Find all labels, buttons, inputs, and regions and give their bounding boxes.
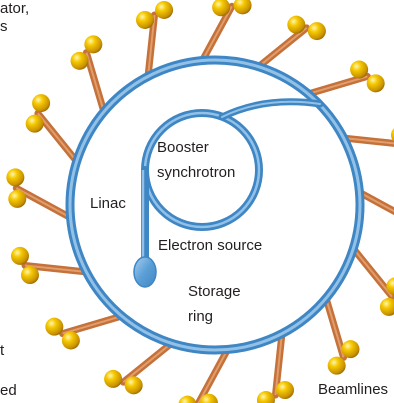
endstation-sphere xyxy=(20,266,39,285)
beamline-tube-highlight xyxy=(85,52,105,113)
cropped-text-line-2: s xyxy=(0,18,8,35)
endstation-sphere xyxy=(70,51,89,70)
beamline-tube xyxy=(355,188,394,216)
label-storage-line1: Storage xyxy=(188,283,241,300)
endstation-sphere xyxy=(341,340,360,359)
beamline-tube-highlight xyxy=(197,348,229,403)
label-storage-line2: ring xyxy=(188,308,213,325)
beamline-tube-highlight xyxy=(358,191,394,213)
endstation-sphere xyxy=(233,0,252,15)
beamline-tube-highlight xyxy=(15,187,72,219)
endstation-sphere xyxy=(45,317,64,336)
endstation-sphere xyxy=(8,189,27,208)
endstation-sphere xyxy=(391,128,394,142)
endstation-sphere xyxy=(386,277,394,296)
beamline-tube-highlight xyxy=(343,137,394,145)
label-beamlines: Beamlines xyxy=(318,381,388,398)
label-booster-line1: Booster xyxy=(157,139,209,156)
endstation-sphere xyxy=(84,35,103,54)
endstation-sphere xyxy=(350,60,369,79)
endstation-sphere xyxy=(135,10,154,29)
endstation-sphere xyxy=(327,356,346,375)
label-booster-line2: synchrotron xyxy=(157,164,235,181)
cropped-text-line-4: ed xyxy=(0,382,17,399)
beamline-tube-highlight xyxy=(62,315,123,335)
beamline-tube-highlight xyxy=(274,333,283,396)
beamlines-group xyxy=(6,0,394,403)
electron-source-bulb xyxy=(133,256,157,288)
endstation-sphere xyxy=(178,395,197,403)
endstation-sphere xyxy=(25,114,44,133)
endstation-sphere xyxy=(276,381,295,400)
endstation-sphere xyxy=(256,391,275,403)
label-electron-source: Electron source xyxy=(158,237,262,254)
beamline-tube-highlight xyxy=(352,247,393,298)
endstation-sphere xyxy=(104,369,123,388)
endstation-sphere xyxy=(155,0,174,19)
endstation-sphere xyxy=(287,15,306,34)
endstation-sphere xyxy=(379,297,394,316)
cropped-text-line-1: ator, xyxy=(0,0,30,17)
endstation-sphere xyxy=(124,376,143,395)
endstation-sphere xyxy=(32,94,51,113)
beamline-tube-highlight xyxy=(147,14,156,77)
beamline-tube-highlight xyxy=(325,297,345,358)
transfer-line xyxy=(218,98,324,121)
beamline-tube-highlight xyxy=(122,342,173,383)
endstation-sphere xyxy=(307,22,326,41)
label-linac: Linac xyxy=(90,195,126,212)
endstation-sphere xyxy=(212,0,231,17)
endstation-sphere xyxy=(10,246,29,265)
endstation-sphere xyxy=(366,74,385,93)
endstation-sphere xyxy=(199,393,218,403)
beamline-tube-highlight xyxy=(201,5,233,62)
storage-ring-highlight xyxy=(68,58,362,352)
beamline-tube-highlight xyxy=(37,112,78,163)
beamline-tube-highlight xyxy=(307,75,368,95)
endstation-sphere xyxy=(6,168,25,187)
endstation-sphere xyxy=(61,331,80,350)
beamline-tube-highlight xyxy=(24,264,87,273)
cropped-text-line-3: t xyxy=(0,342,5,359)
beamline-tube-highlight xyxy=(257,27,308,68)
transfer-line-highlight xyxy=(221,100,321,118)
